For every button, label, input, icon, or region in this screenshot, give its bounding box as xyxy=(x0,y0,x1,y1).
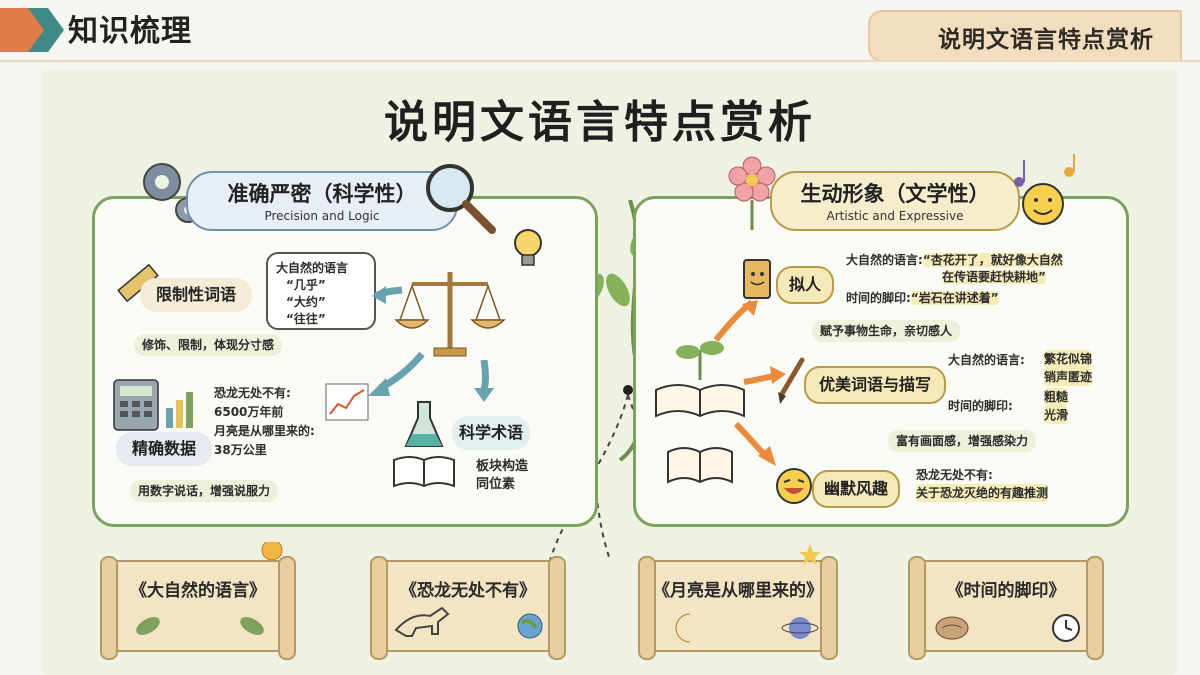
data-example: 38万公里 xyxy=(214,443,267,457)
book-scroll: 《大自然的语言》 xyxy=(100,542,296,660)
lesson-title: 说明文语言特点赏析 xyxy=(938,26,1154,53)
book-scroll: 《恐龙无处不有》 xyxy=(370,556,566,660)
expressive-header: 生动形象（文学性） Artistic and Expressive xyxy=(770,171,1020,231)
flower-icon xyxy=(728,156,776,230)
beauty-word: 繁花似锦 xyxy=(1044,350,1093,368)
personify-quote: 在传语要赶快耕地” xyxy=(942,270,1046,284)
humor-examples: 恐龙无处不有: 关于恐龙灭绝的有趣推测 xyxy=(916,466,1049,502)
term-example: 同位素 xyxy=(476,477,516,492)
beauty-words-2: 粗糙 光滑 xyxy=(1044,388,1069,424)
laugh-icon xyxy=(776,468,812,504)
book-title: 《大自然的语言》 xyxy=(130,581,266,601)
humor-source: 恐龙无处不有: xyxy=(916,468,993,482)
planet-icon xyxy=(781,617,819,639)
beautiful-words-caption: 富有画面感，增强感染力 xyxy=(888,430,1037,452)
flask-icon xyxy=(404,401,444,447)
mindmap-title: 说明文语言特点赏析 xyxy=(384,97,816,148)
music-smiley-icon xyxy=(1014,154,1075,225)
personification-examples: 大自然的语言:“杏花开了，就好像大自然 在传语要赶快耕地” 时间的脚印:“岩石在… xyxy=(846,252,1063,307)
limit-words-bubble: 大自然的语言 “几乎” “大约” “往往” xyxy=(266,252,376,330)
beauty-source-1: 大自然的语言: xyxy=(948,353,1025,367)
humor-label: 幽默风趣 xyxy=(812,470,900,508)
precision-header: 准确严密（科学性） Precision and Logic xyxy=(186,171,458,231)
data-example: 月亮是从哪里来的: xyxy=(214,424,315,438)
expressive-title: 生动形象（文学性） xyxy=(800,182,990,206)
music-note-icon xyxy=(1014,154,1075,187)
header-badge xyxy=(0,0,230,58)
precision-subtitle: Precision and Logic xyxy=(264,209,380,223)
header-divider xyxy=(0,60,1200,62)
science-terms-examples: 板块构造 同位素 xyxy=(476,458,528,494)
sun-icon xyxy=(261,542,283,561)
book-title: 《恐龙无处不有》 xyxy=(400,581,536,601)
book-icon xyxy=(393,456,455,488)
section-title: 知识梳理 xyxy=(68,14,192,49)
data-example: 恐龙无处不有: xyxy=(214,386,291,400)
personify-quote: “岩石在讲述着” xyxy=(910,291,999,305)
book-scroll: 《月亮是从哪里来的》 xyxy=(638,544,838,660)
limit-word: “往往” xyxy=(286,312,326,326)
dinosaur-icon xyxy=(394,606,450,637)
scale-icon xyxy=(372,272,506,357)
beauty-word: 光滑 xyxy=(1044,406,1069,424)
term-example: 板块构造 xyxy=(476,459,529,474)
leaf-icon xyxy=(136,617,264,635)
precision-title: 准确严密（科学性） xyxy=(227,182,417,206)
beauty-word: 粗糙 xyxy=(1044,388,1069,406)
bar-chart-icon xyxy=(166,392,193,428)
lightbulb-icon xyxy=(514,229,542,266)
chart-icon xyxy=(325,383,369,421)
limit-bubble-title: 大自然的语言 xyxy=(276,261,349,275)
book-scroll: 《时间的脚印》 xyxy=(908,556,1104,660)
arrow-to-terms xyxy=(474,360,494,402)
magnifier-icon xyxy=(426,164,496,234)
precise-data-label: 精确数据 xyxy=(116,432,212,466)
sprout-book-icon xyxy=(655,300,786,466)
brush-icon xyxy=(778,357,805,404)
moon-icon xyxy=(675,613,691,643)
beauty-words-1: 繁花似锦 销声匿迹 xyxy=(1044,350,1093,386)
limit-words-label: 限制性词语 xyxy=(140,278,252,312)
limit-word: “几乎” xyxy=(286,278,326,292)
expressive-subtitle: Artistic and Expressive xyxy=(826,209,964,223)
humor-quote: 关于恐龙灭绝的有趣推测 xyxy=(916,484,1049,502)
star-icon xyxy=(799,544,821,565)
data-example: 6500万年前 xyxy=(214,405,284,419)
book-title: 《月亮是从哪里来的》 xyxy=(653,581,823,601)
book-character-icon xyxy=(743,259,771,299)
smiley-icon xyxy=(1022,183,1064,225)
personify-source: 时间的脚印: xyxy=(846,291,911,305)
personify-quote: “杏花开了，就好像大自然 xyxy=(922,253,1063,267)
personify-source: 大自然的语言: xyxy=(846,253,923,267)
lesson-title-tab: 说明文语言特点赏析 xyxy=(868,10,1182,62)
book-title: 《时间的脚印》 xyxy=(946,581,1066,601)
personification-label: 拟人 xyxy=(776,266,834,304)
open-book-icon xyxy=(667,447,733,484)
globe-icon xyxy=(517,613,543,639)
calculator-icon xyxy=(113,379,193,431)
clock-icon xyxy=(1052,614,1080,642)
beautiful-words-label: 优美词语与描写 xyxy=(804,366,946,404)
limit-words-caption: 修饰、限制，体现分寸感 xyxy=(134,334,283,356)
arrow-to-data xyxy=(368,352,425,396)
beauty-source-2: 时间的脚印: xyxy=(948,399,1013,413)
limit-word: “大约” xyxy=(286,295,326,309)
stone-icon xyxy=(935,616,969,640)
science-terms-label: 科学术语 xyxy=(452,416,530,450)
precise-data-examples: 恐龙无处不有: 6500万年前 月亮是从哪里来的: 38万公里 xyxy=(214,384,315,460)
beauty-word: 销声匿迹 xyxy=(1044,368,1093,386)
precise-data-caption: 用数字说话，增强说服力 xyxy=(130,480,279,502)
personification-caption: 赋予事物生命，亲切感人 xyxy=(812,320,961,342)
